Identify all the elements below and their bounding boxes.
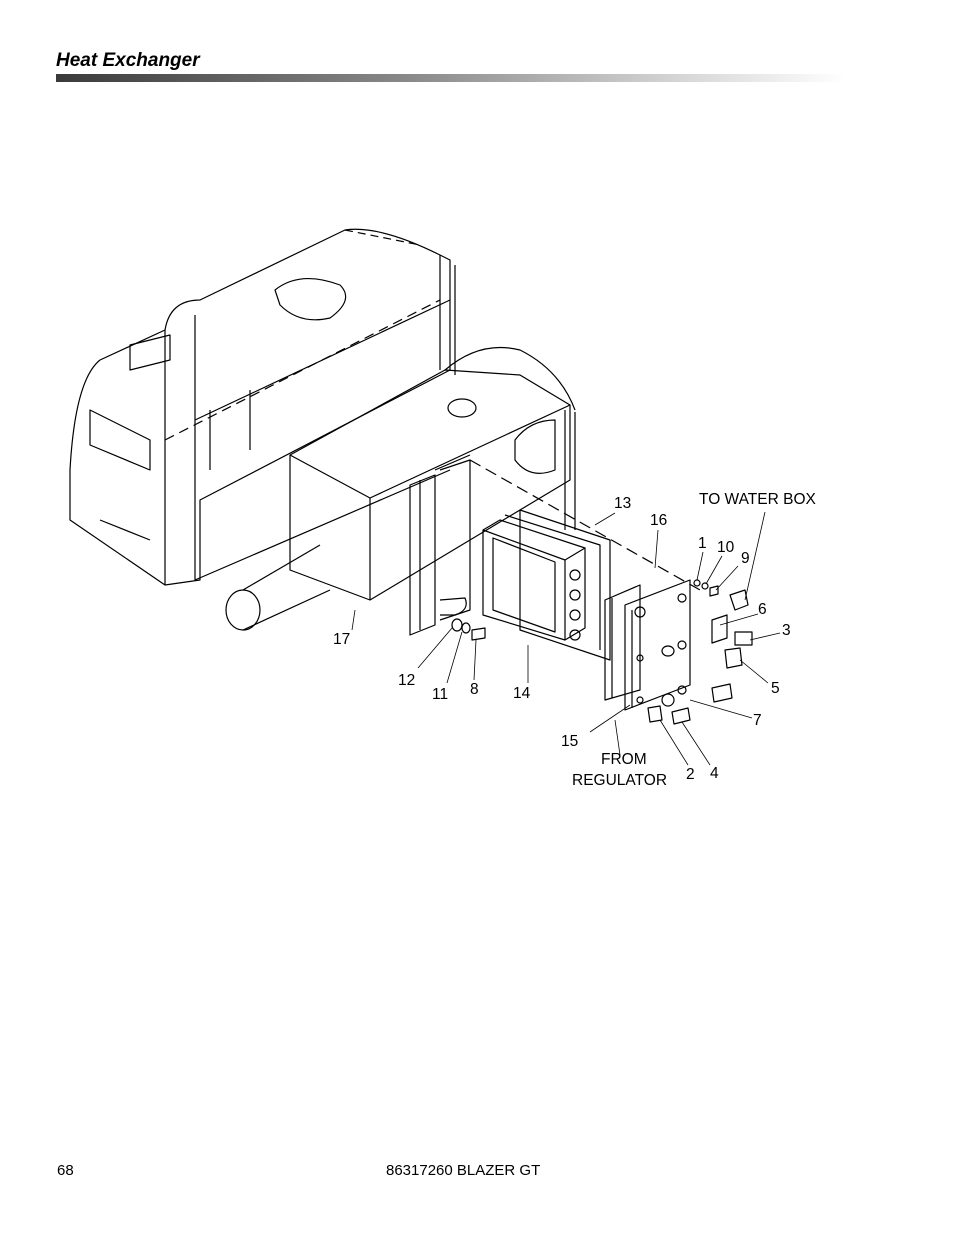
callout-16: 16 [650,512,667,529]
fastener-stack [451,618,486,641]
leader-lines [351,511,781,766]
fittings [647,579,753,725]
page-number: 68 [57,1162,74,1179]
coil-assembly [482,514,601,650]
assembly-centerline [469,459,701,591]
callout-3: 3 [782,622,791,639]
callout-6: 6 [758,601,767,618]
callout-5: 5 [771,680,780,697]
callout-7: 7 [753,712,762,729]
callout-2: 2 [686,766,695,783]
mounting-bracket [409,454,471,636]
callout-10: 10 [717,539,735,556]
note-regulator: REGULATOR [572,772,667,789]
callout-12: 12 [398,672,415,689]
callout-11: 11 [432,686,448,703]
callout-15: 15 [561,733,578,750]
callout-9: 9 [741,550,750,567]
note-from: FROM [601,751,647,768]
end-cover-plate [624,579,691,711]
heat-exchanger-housing [289,346,576,601]
page-header: Heat Exchanger [56,50,846,82]
chassis-frame [69,228,456,586]
callout-4: 4 [710,765,719,782]
callout-17: 17 [333,631,350,648]
callout-8: 8 [470,681,479,698]
title-rule [56,74,846,82]
callout-14: 14 [513,685,531,702]
page-title: Heat Exchanger [56,50,200,71]
document-id: 86317260 BLAZER GT [386,1162,541,1179]
note-to-water-box: TO WATER BOX [699,491,816,508]
callout-13: 13 [614,495,631,512]
exhaust-pipe [225,544,331,631]
callout-1: 1 [698,535,707,552]
gasket-plates [519,509,641,701]
callout-labels: 1 2 3 4 5 6 7 8 9 10 11 12 13 14 15 16 1… [333,491,816,789]
